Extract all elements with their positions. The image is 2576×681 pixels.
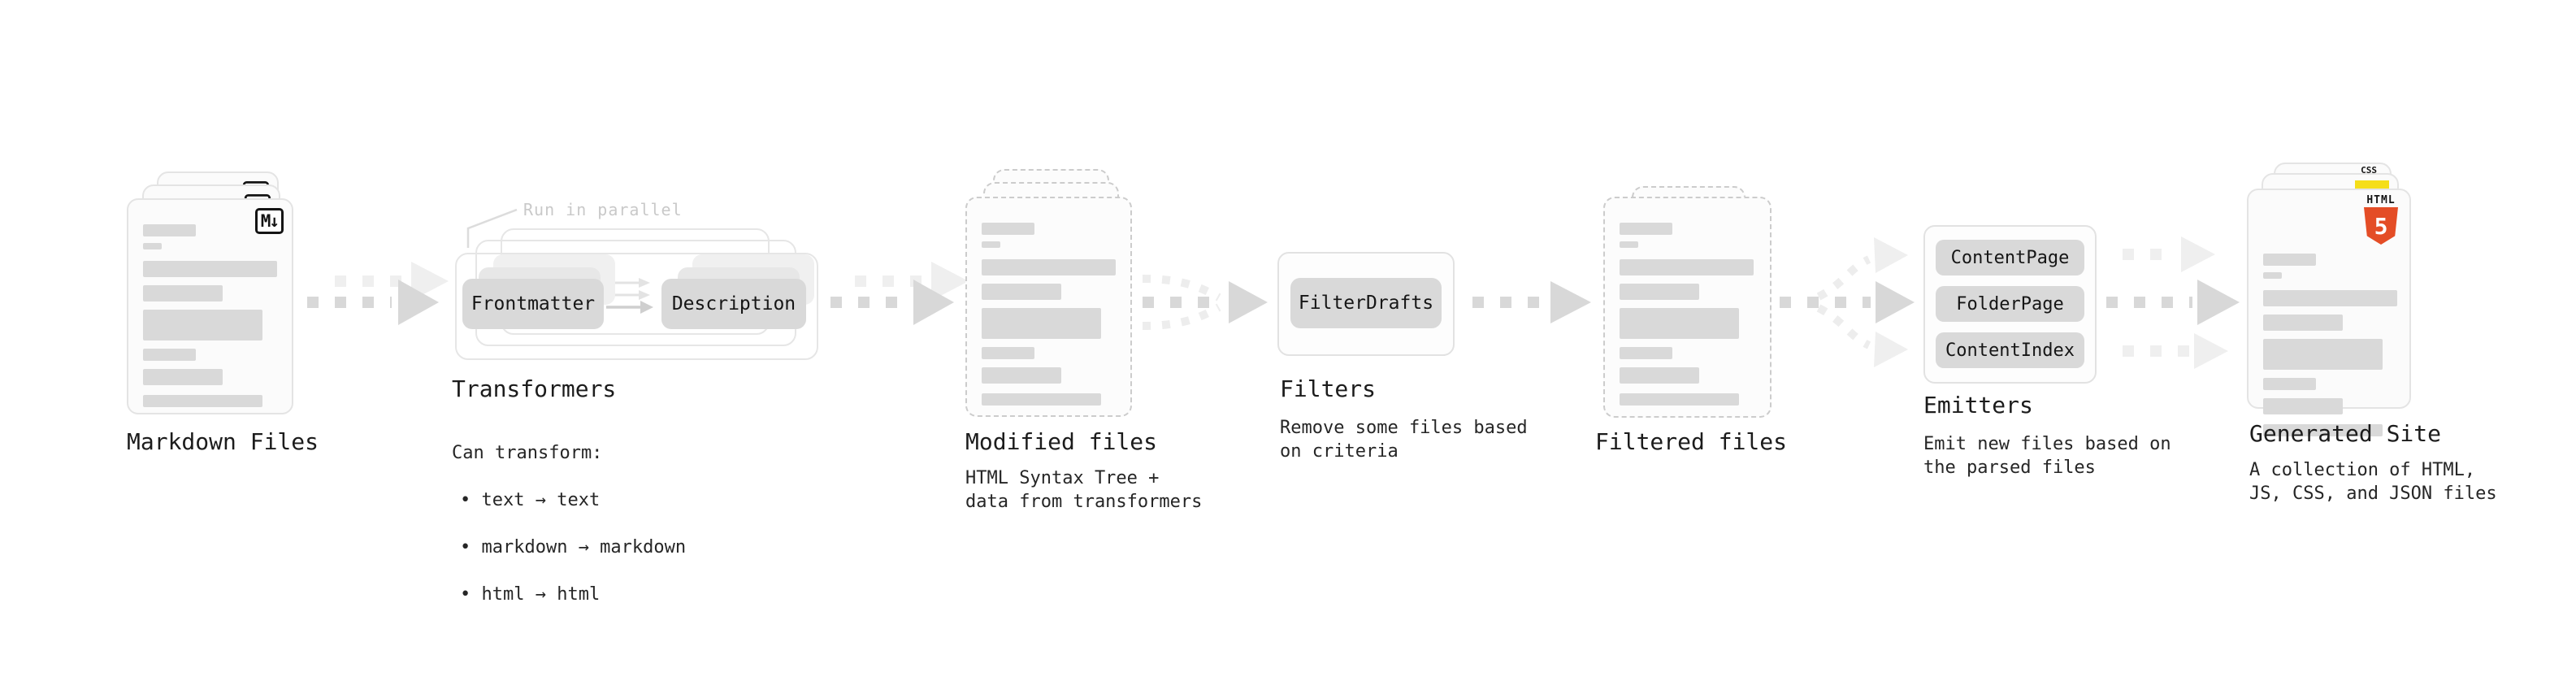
description-transformer-chip: Description	[661, 279, 806, 329]
emitters-panel: ContentPage FolderPage ContentIndex	[1923, 225, 2097, 384]
markdown-file-card: M↓	[127, 198, 293, 414]
transformers-title: Transformers	[452, 375, 617, 402]
filters-title: Filters	[1280, 375, 1377, 402]
transformers-caption: Can transform: • text → text • markdown …	[452, 418, 686, 630]
arrow-modified-to-filters	[1142, 275, 1268, 330]
emitters-title: Emitters	[1923, 392, 2033, 419]
arrow-filtered-to-emitters	[1780, 237, 1915, 367]
folderpage-chip: FolderPage	[1936, 286, 2084, 322]
arrow-transformers-to-modified	[830, 262, 969, 325]
html5-icon: HTML 5	[2362, 194, 2400, 245]
contentpage-chip: ContentPage	[1936, 240, 2084, 275]
arrow-markdown-to-transformers	[307, 262, 449, 325]
transform-bullet: • markdown → markdown	[460, 537, 687, 557]
transform-bullet: • html → html	[460, 584, 601, 605]
can-transform-intro: Can transform:	[452, 443, 603, 463]
transform-bullet: • text → text	[460, 490, 601, 510]
modified-files-title: Modified files	[965, 428, 1158, 455]
filterdrafts-chip: FilterDrafts	[1290, 278, 1442, 328]
frontmatter-transformer-chip: Frontmatter	[462, 279, 604, 329]
emitters-caption: Emit new files based on the parsed files	[1923, 434, 2171, 478]
placeholder-text-lines	[128, 200, 292, 407]
run-in-parallel-callout-line	[466, 208, 518, 248]
filters-caption: Remove some files based on criteria	[1280, 418, 1528, 462]
run-in-parallel-label: Run in parallel	[523, 200, 683, 219]
generated-site-title: Generated Site	[2249, 420, 2442, 447]
placeholder-text-lines	[1605, 198, 1770, 406]
markdown-files-title: Markdown Files	[127, 428, 319, 455]
filtered-files-title: Filtered files	[1595, 428, 1788, 455]
arrow-emitters-to-generated	[2106, 236, 2240, 369]
filtered-file-card	[1603, 197, 1772, 418]
placeholder-text-lines	[967, 198, 1130, 406]
transformer-run-outline-front	[455, 253, 818, 360]
generated-site-caption: A collection of HTML, JS, CSS, and JSON …	[2249, 460, 2497, 504]
placeholder-text-lines	[2249, 190, 2409, 436]
modified-file-card	[965, 197, 1132, 417]
modified-files-caption: HTML Syntax Tree + data from transformer…	[965, 468, 1203, 512]
contentindex-chip: ContentIndex	[1936, 332, 2084, 368]
markdown-file-icon: M↓	[254, 208, 284, 234]
arrow-filters-to-filtered	[1472, 281, 1591, 323]
generated-html-card: HTML 5	[2247, 189, 2411, 436]
